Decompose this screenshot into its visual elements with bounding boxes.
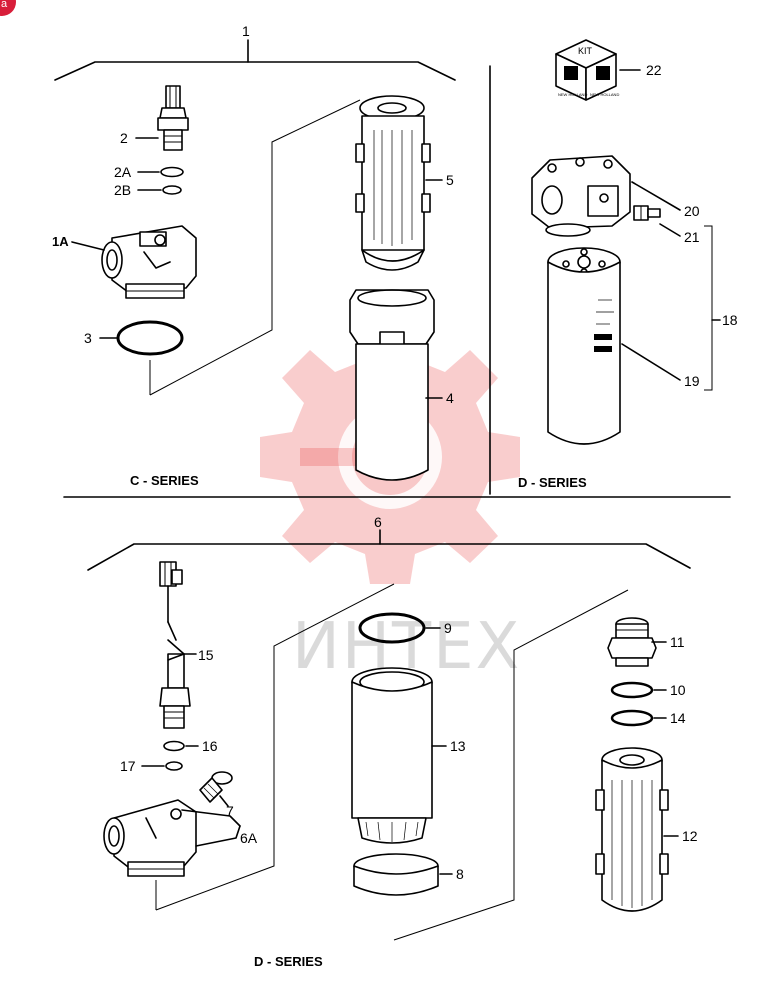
callout-2b: 2B <box>114 182 131 198</box>
kit-label: KIT <box>578 46 593 56</box>
part-5-filter-element <box>355 95 431 271</box>
bracket-6 <box>87 543 691 571</box>
callout-19: 19 <box>684 373 700 389</box>
callout-21: 21 <box>684 229 700 245</box>
callout-10: 10 <box>670 682 686 698</box>
d-series-bottom-section: 6 15 16 17 <box>87 514 698 969</box>
callout-17: 17 <box>120 758 136 774</box>
callout-8: 8 <box>456 866 464 882</box>
callout-7: 7 <box>226 803 234 819</box>
kit-brand-right: NEW HOLLAND <box>590 92 619 97</box>
callout-18: 18 <box>722 312 738 328</box>
callout-2: 2 <box>120 130 128 146</box>
part-11-fitting <box>607 617 657 667</box>
callout-13: 13 <box>450 738 466 754</box>
part-12-filter-element <box>595 747 669 912</box>
callout-1: 1 <box>242 23 250 39</box>
d-series-bottom-title: D - SERIES <box>254 954 323 969</box>
part-4-bowl <box>349 289 435 481</box>
callout-1a: 1A <box>52 234 69 249</box>
kit-brand-left: NEW HOLLAND <box>558 92 587 97</box>
callout-4: 4 <box>446 390 454 406</box>
part-2-switch <box>157 85 189 151</box>
corner-badge-text: a <box>1 0 8 10</box>
callout-2a: 2A <box>114 164 132 180</box>
callout-11: 11 <box>670 634 685 650</box>
part-1a-filter-head <box>101 225 197 299</box>
part-20-filter-head <box>531 155 631 237</box>
c-series-title: C - SERIES <box>130 473 199 488</box>
d-series-top-section: KIT NEW HOLLAND NEW HOLLAND 22 20 <box>518 39 738 490</box>
part-13-filter-element <box>351 667 433 844</box>
callout-6a: 6A <box>240 830 258 846</box>
callout-5: 5 <box>446 172 454 188</box>
bracket-1 <box>54 61 456 81</box>
part-21-sender <box>633 205 661 221</box>
part-8-ring <box>353 853 439 896</box>
callout-3: 3 <box>84 330 92 346</box>
part-19-spin-on-filter <box>547 247 621 445</box>
callout-14: 14 <box>670 710 686 726</box>
part-7-plug <box>199 771 233 803</box>
callout-15: 15 <box>198 647 214 663</box>
callout-12: 12 <box>682 828 698 844</box>
callout-22: 22 <box>646 62 662 78</box>
callout-16: 16 <box>202 738 218 754</box>
part-22-kit-box: KIT NEW HOLLAND NEW HOLLAND <box>555 39 619 101</box>
part-6a-filter-head <box>103 799 197 877</box>
c-series-section: 1 2 2A 2B <box>52 23 456 488</box>
callout-9: 9 <box>444 620 452 636</box>
part-15-switch <box>159 561 191 729</box>
callout-20: 20 <box>684 203 700 219</box>
callout-6: 6 <box>374 514 382 530</box>
corner-badge: a <box>0 0 16 16</box>
d-series-top-title: D - SERIES <box>518 475 587 490</box>
